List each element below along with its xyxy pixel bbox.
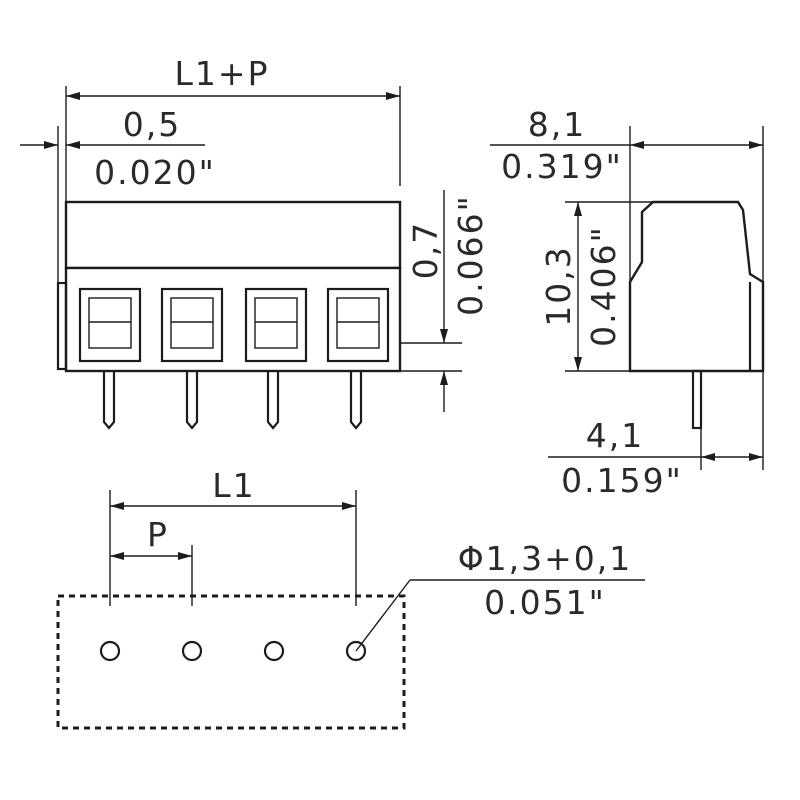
side-body — [628, 200, 765, 373]
hole-diameter-mm-label: Φ1,3+0,1 — [458, 539, 633, 578]
pin-offset-inch-label: 0.159" — [561, 461, 683, 500]
front-view: L1+P 0,5 0.020" 0,7 0.066" — [20, 54, 490, 430]
front-pin-2 — [185, 371, 199, 430]
front-side-tab — [56, 281, 68, 371]
hole-4 — [345, 640, 367, 662]
front-pin-4 — [349, 371, 363, 430]
hole-diameter-inch-label: 0.051" — [484, 583, 606, 622]
terminal-opening-3 — [244, 287, 308, 363]
height-mm-label: 10,3 — [539, 245, 578, 326]
overall-length-label: L1+P — [175, 54, 270, 93]
width-inch-label: 0.319" — [501, 147, 623, 186]
pin-offset-mm-label: 4,1 — [586, 416, 644, 455]
hole-1 — [99, 640, 121, 662]
front-pin-1 — [102, 371, 116, 430]
footprint-length-label: L1 — [212, 466, 255, 505]
terminal-opening-2 — [160, 287, 224, 363]
front-pin-3 — [266, 371, 280, 430]
terminal-opening-1 — [78, 287, 142, 363]
pcb-footprint: L1 P Φ1,3+0,1 0.051" — [56, 466, 645, 730]
width-mm-label: 8,1 — [528, 105, 586, 144]
footprint-outline — [56, 594, 406, 730]
hole-2 — [181, 640, 203, 662]
offset-inch-label: 0.020" — [94, 153, 216, 192]
pin-length-mm-label: 0,7 — [406, 221, 445, 279]
terminal-opening-4 — [326, 287, 390, 363]
height-inch-label: 0.406" — [584, 225, 623, 347]
front-body-bottom — [64, 266, 402, 373]
hole-3 — [263, 640, 285, 662]
pin-length-inch-label: 0.066" — [451, 194, 490, 316]
side-view: 8,1 0.319" 10,3 0.406" 4,1 0.159" — [490, 105, 765, 500]
pitch-label: P — [147, 515, 169, 554]
side-pin — [691, 369, 703, 430]
offset-mm-label: 0,5 — [123, 105, 181, 144]
front-body-top — [64, 200, 402, 270]
